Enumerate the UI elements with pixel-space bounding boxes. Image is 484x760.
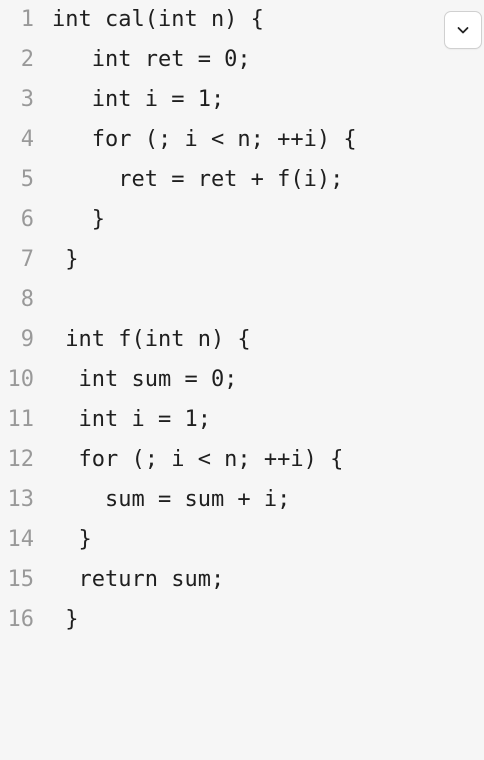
line-number: 9 — [20, 327, 34, 352]
line-number: 16 — [7, 607, 35, 632]
code-line: 6 } — [0, 200, 484, 240]
line-code: } — [52, 527, 92, 552]
code-line: 5 ret = ret + f(i); — [0, 160, 484, 200]
line-number: 14 — [7, 527, 35, 552]
line-code: } — [52, 607, 79, 632]
code-line: 2 int ret = 0; — [0, 40, 484, 80]
code-line: 16 } — [0, 600, 484, 640]
line-code: int i = 1; — [52, 87, 225, 112]
chevron-down-icon — [457, 27, 469, 34]
code-line: 15 return sum; — [0, 560, 484, 600]
line-number: 11 — [7, 407, 35, 432]
code-line: 8 — [0, 280, 484, 320]
code-line: 10 int sum = 0; — [0, 360, 484, 400]
line-code: for (; i < n; ++i) { — [52, 127, 357, 152]
line-code: int ret = 0; — [52, 47, 251, 72]
line-code: int f(int n) { — [52, 327, 251, 352]
line-code: return sum; — [52, 567, 225, 592]
code-line: 4 for (; i < n; ++i) { — [0, 120, 484, 160]
line-number: 10 — [7, 367, 35, 392]
line-number: 2 — [20, 47, 34, 72]
line-code: sum = sum + i; — [52, 487, 291, 512]
line-number: 1 — [20, 7, 34, 32]
line-number: 13 — [7, 487, 35, 512]
code-line: 13 sum = sum + i; — [0, 480, 484, 520]
line-code: for (; i < n; ++i) { — [52, 447, 344, 472]
line-number: 12 — [7, 447, 35, 472]
line-code: int i = 1; — [52, 407, 211, 432]
code-line: 11 int i = 1; — [0, 400, 484, 440]
line-code: } — [52, 207, 105, 232]
code-line: 7 } — [0, 240, 484, 280]
line-code: int cal(int n) { — [52, 7, 264, 32]
line-number: 15 — [7, 567, 35, 592]
code-line: 12 for (; i < n; ++i) { — [0, 440, 484, 480]
collapse-toggle-button[interactable] — [444, 11, 482, 49]
code-panel: 1 int cal(int n) { 2 int ret = 0; 3 int … — [0, 0, 484, 640]
code-line: 9 int f(int n) { — [0, 320, 484, 360]
line-number: 4 — [20, 127, 34, 152]
line-code: int sum = 0; — [52, 367, 238, 392]
line-number: 8 — [20, 287, 34, 312]
code-line: 3 int i = 1; — [0, 80, 484, 120]
line-number: 6 — [20, 207, 34, 232]
line-number: 7 — [20, 247, 34, 272]
code-line: 14 } — [0, 520, 484, 560]
line-code: ret = ret + f(i); — [52, 167, 344, 192]
line-number: 3 — [20, 87, 34, 112]
code-lines: 1 int cal(int n) { 2 int ret = 0; 3 int … — [0, 0, 484, 640]
line-code: } — [52, 247, 79, 272]
code-line: 1 int cal(int n) { — [0, 0, 484, 40]
line-number: 5 — [20, 167, 34, 192]
